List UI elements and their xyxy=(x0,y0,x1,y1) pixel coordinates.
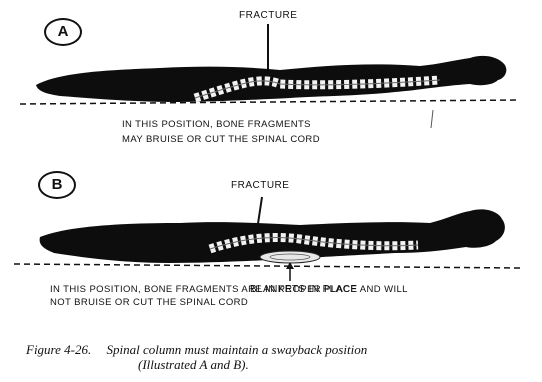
ground-line xyxy=(20,100,520,104)
figure-text-line2: (Illustrated A and B). xyxy=(138,357,249,372)
figure-number: Figure 4-26. xyxy=(26,342,91,357)
figure-caption-line2: (Illustrated A and B). xyxy=(26,357,536,372)
figure-caption: Figure 4-26. Spinal column must maintain… xyxy=(26,342,536,372)
panel-a: A FRACTURE IN THIS POSITION, BONE FRAGME… xyxy=(0,0,542,165)
panel-a-caption-line1: IN THIS POSITION, BONE FRAGMENTS xyxy=(122,117,320,132)
panel-b-caption-line1: IN THIS POSITION, BONE FRAGMENTS ARE IN … xyxy=(50,283,408,296)
tick-mark xyxy=(431,110,433,128)
panel-b: B FRACTURE BLANKETS IN PLACE IN THIS POS… xyxy=(0,165,542,340)
panel-a-caption: IN THIS POSITION, BONE FRAGMENTS MAY BRU… xyxy=(122,117,320,147)
panel-a-caption-line2: MAY BRUISE OR CUT THE SPINAL CORD xyxy=(122,132,320,147)
ground-line-b xyxy=(14,264,520,268)
panel-b-caption-line2: NOT BRUISE OR CUT THE SPINAL CORD xyxy=(50,296,408,309)
blankets-roll xyxy=(260,251,320,263)
panel-b-illustration xyxy=(0,165,542,340)
figure-text-line1: Spinal column must maintain a swayback p… xyxy=(106,342,367,357)
figure-caption-line1: Figure 4-26. Spinal column must maintain… xyxy=(26,342,536,357)
panel-b-caption: IN THIS POSITION, BONE FRAGMENTS ARE IN … xyxy=(50,283,408,309)
